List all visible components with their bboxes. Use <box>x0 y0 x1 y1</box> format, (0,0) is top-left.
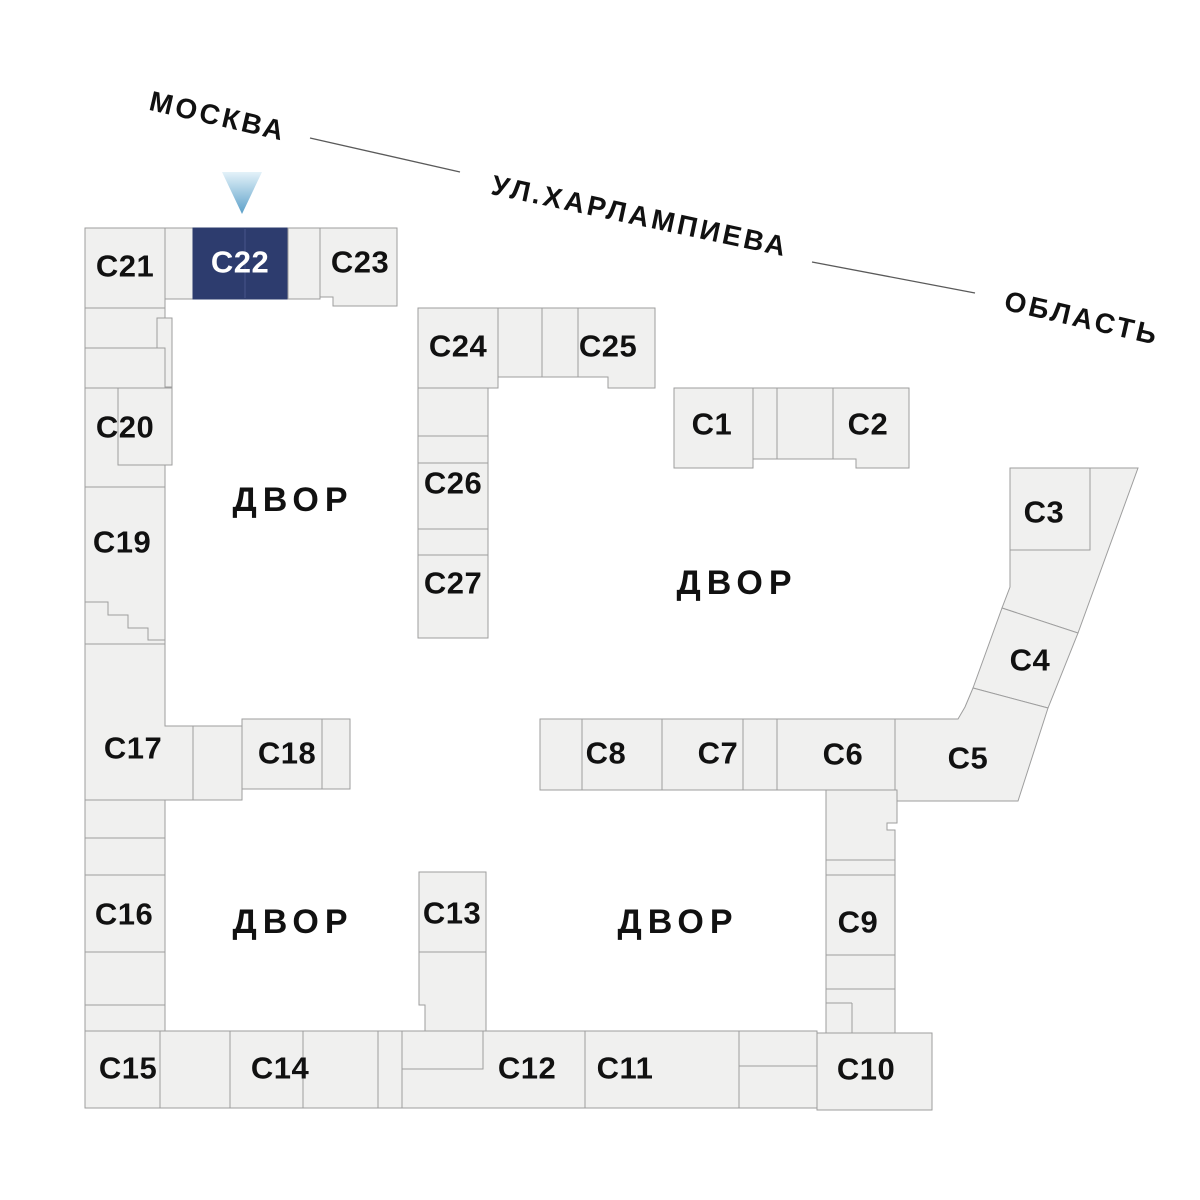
building-label-c17: С17 <box>104 731 162 766</box>
building-label-c1: С1 <box>692 407 733 442</box>
building-section-divider <box>581 719 778 790</box>
building-label-c4: С4 <box>1010 643 1051 678</box>
courtyard-label: ДВОР <box>232 903 353 941</box>
building-section <box>752 387 778 460</box>
building-section <box>377 1030 403 1109</box>
courtyard-label: ДВОР <box>617 903 738 941</box>
building-label-c9: С9 <box>838 905 879 940</box>
building-section <box>401 1030 484 1070</box>
courtyard-label: ДВОР <box>232 481 353 519</box>
building-label-c10: С10 <box>837 1052 895 1087</box>
building-section <box>84 347 166 389</box>
building-label-c2: С2 <box>848 407 889 442</box>
courtyard-label: ДВОР <box>676 564 797 602</box>
building-section <box>287 227 321 300</box>
building-label-c7: С7 <box>698 736 739 771</box>
building-label-c6: С6 <box>823 737 864 772</box>
building-c9[interactable] <box>825 789 898 1034</box>
street-line <box>811 261 976 294</box>
building-label-c15: С15 <box>99 1051 157 1086</box>
building-c2[interactable] <box>832 387 910 469</box>
building-label-c16: С16 <box>95 897 153 932</box>
building-c3[interactable] <box>1009 467 1091 551</box>
building-section <box>497 307 543 378</box>
direction-label-moscow: МОСКВА <box>147 85 290 147</box>
street-label: УЛ.ХАРЛАМПИЕВА <box>489 169 792 262</box>
building-label-c11: С11 <box>597 1051 654 1086</box>
direction-label-oblast: ОБЛАСТЬ <box>1001 285 1162 351</box>
building-label-c21: С21 <box>96 249 154 284</box>
building-section <box>192 725 243 801</box>
building-section <box>84 837 166 876</box>
building-label-c25: С25 <box>579 329 637 364</box>
building-c23[interactable] <box>319 227 398 307</box>
street-line <box>309 137 461 173</box>
building-label-c24: С24 <box>429 329 488 364</box>
building-label-c14: С14 <box>251 1051 310 1086</box>
building-section <box>84 799 166 839</box>
building-label-c13: С13 <box>423 896 481 931</box>
building-section <box>159 1030 231 1109</box>
building-section <box>164 227 194 300</box>
building-label-c23: С23 <box>331 245 389 280</box>
building-label-c26: С26 <box>424 466 482 501</box>
building-section <box>738 1030 818 1109</box>
selected-building-marker-icon <box>222 172 262 214</box>
building-c24[interactable] <box>417 307 499 389</box>
building-c25[interactable] <box>577 307 656 389</box>
building-section <box>302 1030 379 1109</box>
building-section <box>776 387 834 460</box>
building-c17[interactable] <box>84 643 194 801</box>
building-label-c18: С18 <box>258 736 316 771</box>
building-label-c12: С12 <box>498 1051 556 1086</box>
building-label-c22: С22 <box>211 245 269 280</box>
building-label-c20: С20 <box>96 410 154 445</box>
building-label-c3: С3 <box>1024 495 1065 530</box>
building-section <box>541 307 579 378</box>
building-section <box>84 951 166 1006</box>
building-section <box>84 307 166 349</box>
building-section <box>417 528 489 556</box>
building-label-c5: С5 <box>948 741 989 776</box>
building-label-c27: С27 <box>424 566 482 601</box>
building-section-divider <box>826 859 895 1033</box>
building-c1[interactable] <box>673 387 754 469</box>
building-section <box>417 387 489 437</box>
building-label-c8: С8 <box>586 736 627 771</box>
building-section-divider <box>117 388 172 466</box>
building-section <box>84 1004 166 1032</box>
building-c18[interactable] <box>241 718 351 790</box>
building-section <box>417 435 489 464</box>
building-c27[interactable] <box>417 554 489 639</box>
building-label-c19: С19 <box>93 525 151 560</box>
